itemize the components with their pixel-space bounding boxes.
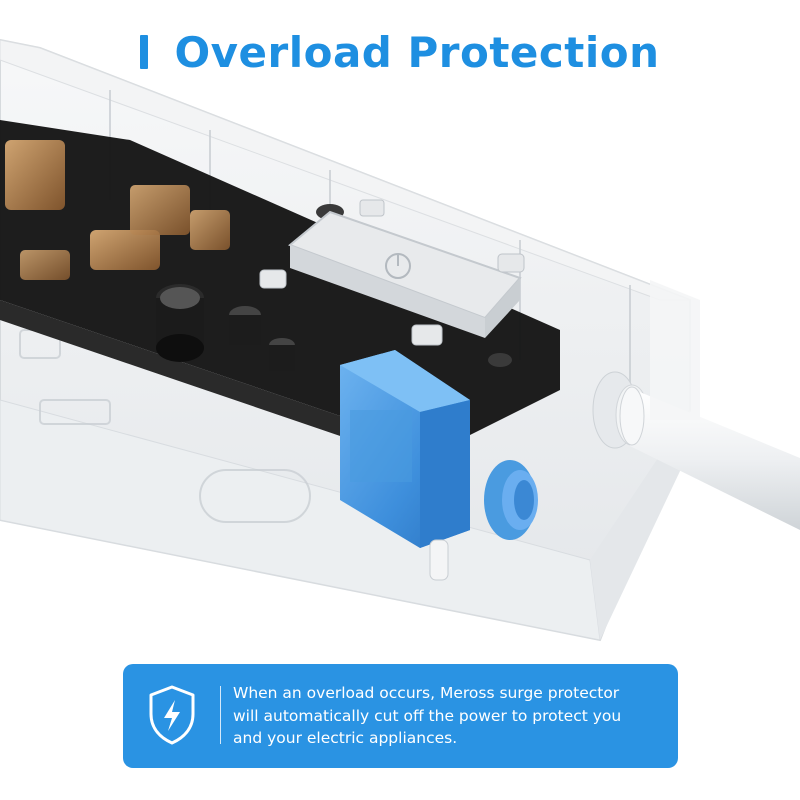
shield-lightning-icon [149,685,195,745]
cable [592,371,800,530]
copper-contacts [5,140,230,280]
capacitors [156,204,512,371]
callout-line-1: When an overload occurs, Meross surge pr… [233,684,620,702]
overload-relay [340,350,538,581]
callout-line-2: will automatically cut off the power to … [233,706,622,725]
page-header: Overload Protection [0,22,800,82]
page-title: Overload Protection [174,27,660,77]
callout-line-3: and your electric appliances. [233,729,458,747]
power-button [259,199,525,346]
info-callout: When an overload occurs, Meross surge pr… [123,664,678,768]
callout-divider [220,686,221,744]
callout-text: When an overload occurs, Meross surge pr… [233,682,673,750]
title-accent-bar [140,35,149,69]
power-strip-illustration [0,38,800,642]
